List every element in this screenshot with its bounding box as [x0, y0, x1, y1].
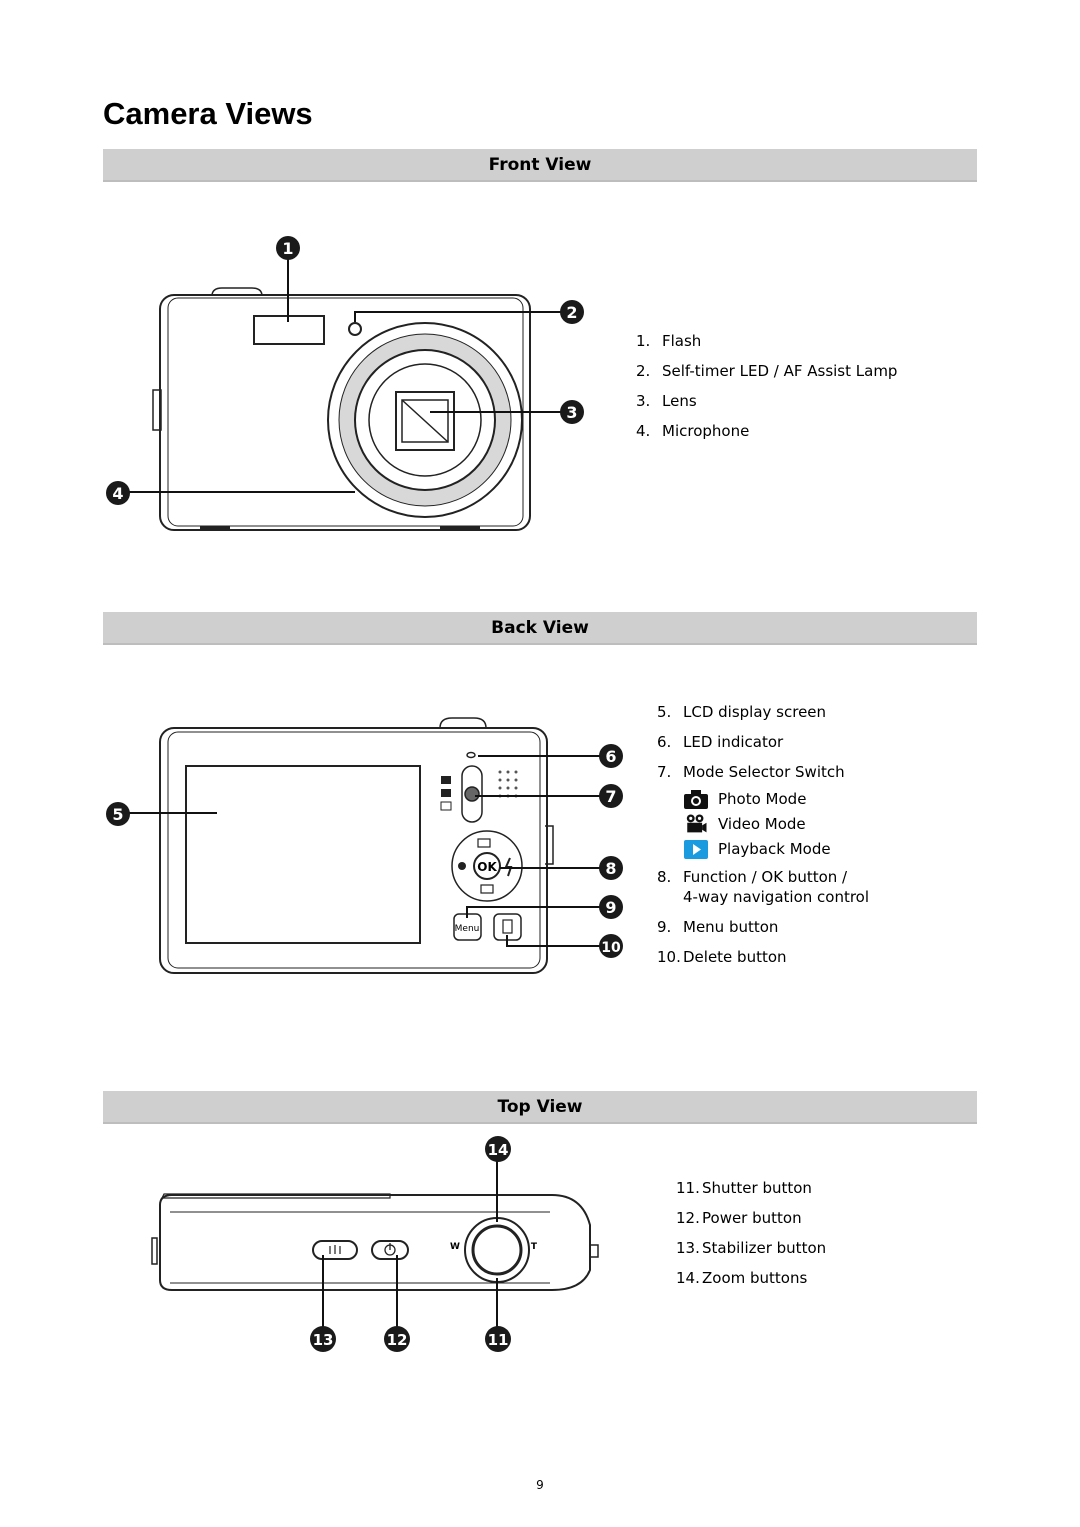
list-item: 13.Stabilizer button [676, 1239, 827, 1257]
stabilizer-button [312, 1240, 358, 1260]
list-item: 7.Mode Selector Switch [657, 763, 845, 781]
svg-text:2: 2 [566, 303, 577, 322]
top-view-diagram: W T 11 12 13 14 [151, 1136, 599, 1352]
zoom-wide-label: W [450, 1242, 460, 1252]
list-item: 2.Self-timer LED / AF Assist Lamp [636, 362, 898, 380]
back-view-diagram: OK Menu 5 6 7 8 9 10 [106, 717, 623, 974]
list-item: 12.Power button [676, 1209, 802, 1227]
led-indicator [466, 751, 476, 759]
four-way-control: OK [451, 830, 523, 902]
mode-playback: Playback Mode [683, 837, 869, 862]
svg-text:12: 12 [387, 1331, 408, 1349]
callout-2: 2 [560, 300, 584, 324]
mode-switch [440, 765, 483, 823]
svg-text:8: 8 [605, 859, 616, 878]
svg-text:Menu: Menu [455, 924, 480, 934]
list-item: 3.Lens [636, 392, 697, 410]
list-item: 6.LED indicator [657, 733, 784, 751]
top-legend: 11.Shutter button 12.Power button 13.Sta… [676, 1173, 826, 1293]
power-button [371, 1240, 409, 1260]
list-item: 14.Zoom buttons [676, 1269, 808, 1287]
list-item: 11.Shutter button [676, 1179, 812, 1197]
callout-6: 6 [599, 744, 623, 768]
callout-11: 11 [485, 1326, 511, 1352]
callout-12: 12 [384, 1326, 410, 1352]
back-view-heading: Back View [103, 612, 977, 645]
svg-text:9: 9 [605, 898, 616, 917]
callout-14: 14 [485, 1136, 511, 1162]
callout-7: 7 [599, 784, 623, 808]
lcd-screen [185, 765, 421, 944]
page-title: Camera Views [103, 96, 313, 131]
top-view-heading: Top View [103, 1091, 977, 1124]
list-item: 4.Microphone [636, 422, 750, 440]
callout-13: 13 [310, 1326, 336, 1352]
list-item: 8.Function / OK button /4-way navigation… [657, 868, 870, 906]
svg-text:11: 11 [488, 1331, 509, 1349]
front-callouts: 1 2 3 4 [106, 236, 584, 505]
list-item: 10.Delete button [657, 948, 787, 966]
svg-text:4: 4 [112, 484, 123, 503]
front-view-heading: Front View [103, 149, 977, 182]
list-item: 9.Menu button [657, 918, 779, 936]
callout-1: 1 [276, 236, 300, 260]
speaker-grille [498, 770, 518, 798]
list-item: 5.LCD display screen [657, 703, 827, 721]
svg-text:6: 6 [605, 747, 616, 766]
callout-5: 5 [106, 802, 130, 826]
svg-text:1: 1 [282, 239, 293, 258]
svg-text:13: 13 [313, 1331, 334, 1349]
playback-icon [684, 840, 708, 859]
shutter-zoom: W T [450, 1217, 538, 1283]
back-legend: 5.LCD display screen 6.LED indicator 7.M… [657, 697, 869, 972]
lens-assembly [327, 322, 523, 518]
svg-text:14: 14 [488, 1141, 509, 1159]
callout-10: 10 [599, 934, 623, 958]
list-item: 1.Flash [636, 332, 702, 350]
svg-text:5: 5 [112, 805, 123, 824]
microphone-holes [200, 526, 480, 529]
delete-button [493, 913, 522, 941]
mode-photo: Photo Mode [683, 787, 869, 812]
front-legend: 1.Flash 2.Self-timer LED / AF Assist Lam… [636, 326, 897, 446]
svg-text:3: 3 [566, 403, 577, 422]
video-camera-icon [686, 814, 707, 833]
zoom-tele-label: T [531, 1242, 538, 1252]
callout-8: 8 [599, 856, 623, 880]
top-callouts: 11 12 13 14 [310, 1136, 511, 1352]
camera-back-body [159, 717, 554, 974]
camera-top-body [151, 1193, 599, 1291]
ok-button-label: OK [477, 860, 497, 874]
callout-4: 4 [106, 481, 130, 505]
back-callouts: 5 6 7 8 9 10 [106, 744, 623, 958]
svg-text:7: 7 [605, 787, 616, 806]
svg-text:10: 10 [601, 940, 621, 956]
callout-9: 9 [599, 895, 623, 919]
callout-3: 3 [560, 400, 584, 424]
self-timer-led [348, 322, 362, 336]
page-number: 9 [536, 1478, 544, 1492]
camera-icon [684, 790, 708, 809]
mode-video: Video Mode [683, 812, 869, 837]
front-view-diagram: 1 2 3 4 [106, 236, 584, 531]
